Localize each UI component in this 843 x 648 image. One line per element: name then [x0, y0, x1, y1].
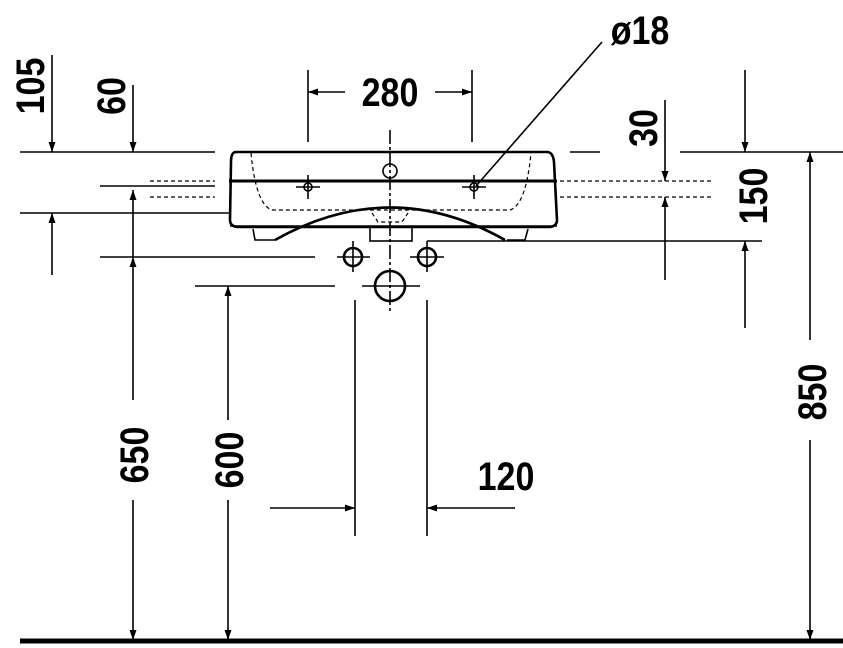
tap-hole-right — [462, 175, 486, 199]
pipe-connections — [337, 241, 444, 303]
washbasin — [228, 150, 559, 242]
dim-850: 850 — [789, 364, 834, 421]
dim-tap-hole-diameter: ø18 — [611, 7, 670, 52]
dim-105: 105 — [7, 58, 52, 115]
tap-hole-left — [296, 175, 320, 199]
dim-60: 60 — [88, 77, 133, 115]
dim-30: 30 — [620, 109, 665, 147]
dimension-arrows — [48, 41, 814, 640]
dim-280: 280 — [362, 69, 419, 114]
dim-600: 600 — [206, 432, 251, 489]
dim-650: 650 — [111, 427, 156, 484]
dim-150: 150 — [730, 168, 775, 225]
dim-120: 120 — [478, 453, 535, 498]
